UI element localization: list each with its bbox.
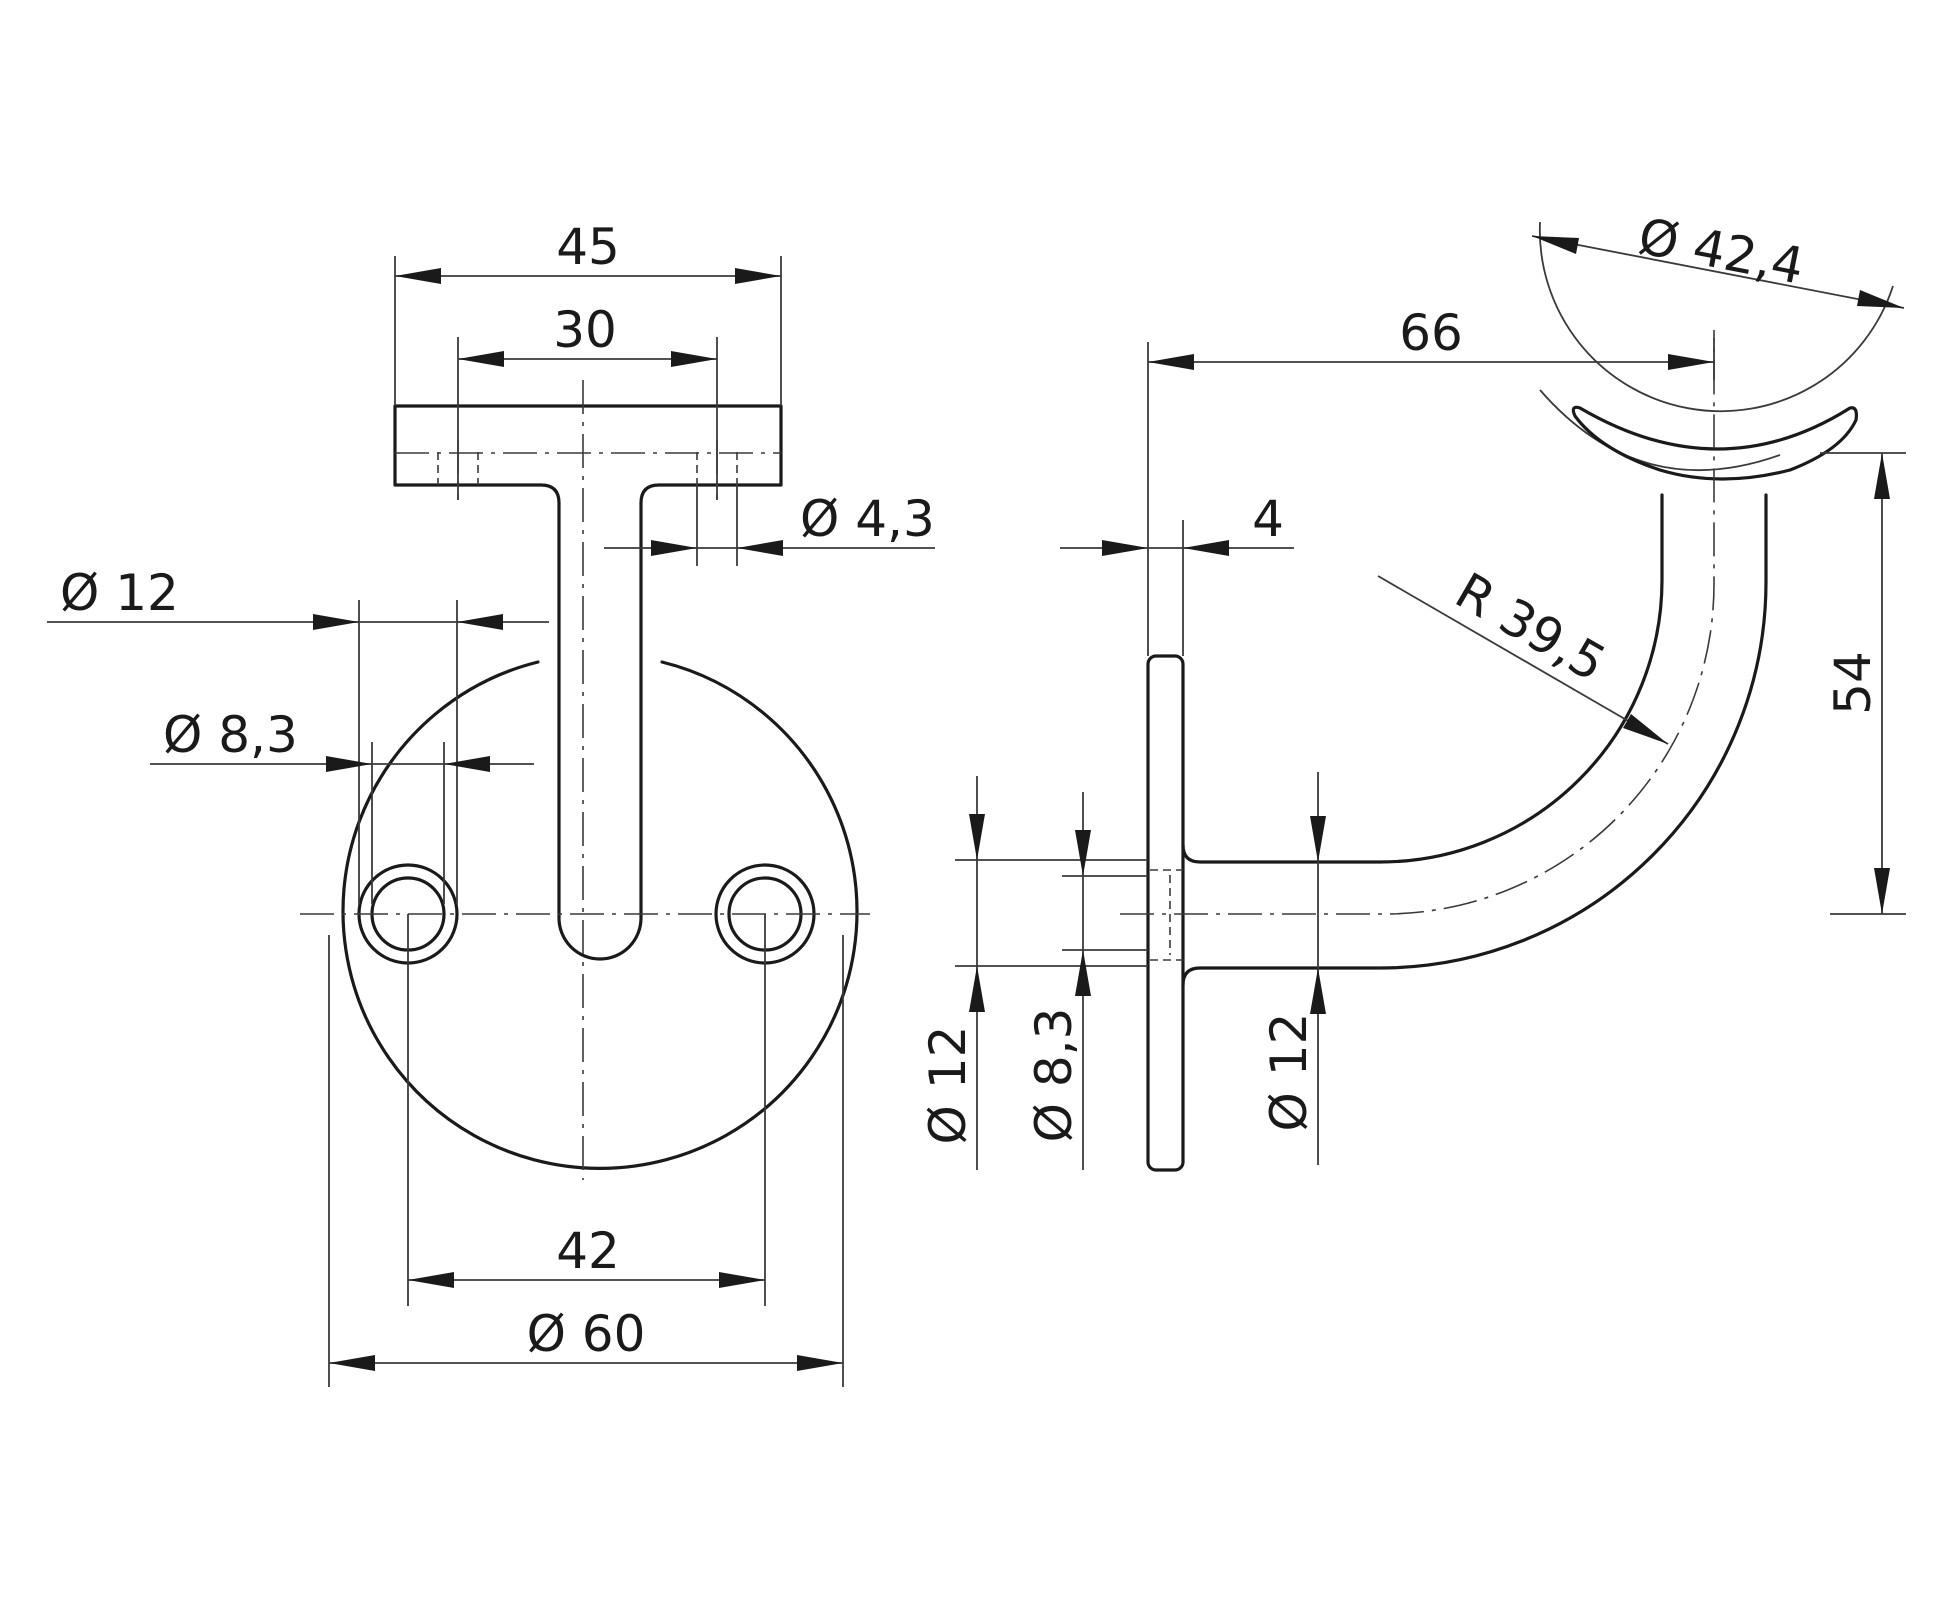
dimension-45: 45 [394,218,782,406]
dimension-42: 42 [407,914,766,1306]
plate-hidden-hole [1150,869,1183,961]
dim-label-dia-42-4: Ø 42,4 [1634,207,1809,296]
saddle-plate-outline [393,404,783,961]
dimension-4: 4 [1060,490,1294,656]
dim-label-radius-39-5: R 39,5 [1446,562,1615,693]
dim-label-54: 54 [1824,651,1882,715]
dim-label-dia-60: Ø 60 [527,1305,646,1363]
handrail-tube-lower [1539,389,1781,472]
dim-label-side-dia-8-3: Ø 8,3 [1025,1008,1083,1143]
dim-label-42: 42 [556,1222,620,1280]
dimension-radius-39-5: R 39,5 [1377,562,1669,745]
dimension-dia-12: Ø 12 [47,564,549,904]
front-view: 45 30 Ø 4,3 Ø 12 [47,218,935,1387]
dimension-54: 54 [1820,452,1906,915]
dim-label-side-dia-12: Ø 12 [919,1026,977,1145]
dimension-rod-dia-12: Ø 12 [1260,772,1326,1165]
wall-plate-outline [341,660,859,1171]
bent-arm-outline [1181,493,1768,987]
saddle-hidden-holes [437,440,738,500]
dim-label-45: 45 [556,218,620,276]
dimension-dia-8-3: Ø 8,3 [150,706,534,904]
dim-label-dia-4-3: Ø 4,3 [800,490,935,548]
saddle-cup [1571,405,1858,481]
dim-label-66: 66 [1399,304,1463,362]
dimension-side-dia-8-3: Ø 8,3 [1025,792,1148,1170]
dimension-dia-42-4: Ø 42,4 [1531,207,1905,309]
handrail-tube-outline [1538,221,1894,413]
arm-center-line [1120,330,1715,915]
dim-label-30: 30 [553,301,617,359]
dimension-side-dia-12: Ø 12 [919,776,1148,1170]
dim-label-rod-dia-12: Ø 12 [1260,1013,1318,1132]
dim-label-dia-8-3: Ø 8,3 [163,706,298,764]
wall-plate-side [1146,654,1185,1172]
dimension-dia-4-3: Ø 4,3 [604,485,935,566]
dim-label-4: 4 [1252,490,1284,548]
dimension-30: 30 [457,301,718,500]
dimension-66: 66 [1147,304,1715,656]
dimension-dia-60: Ø 60 [328,935,844,1387]
side-view: Ø 42,4 66 4 R 39,5 [919,207,1906,1172]
dim-label-dia-12: Ø 12 [60,564,179,622]
